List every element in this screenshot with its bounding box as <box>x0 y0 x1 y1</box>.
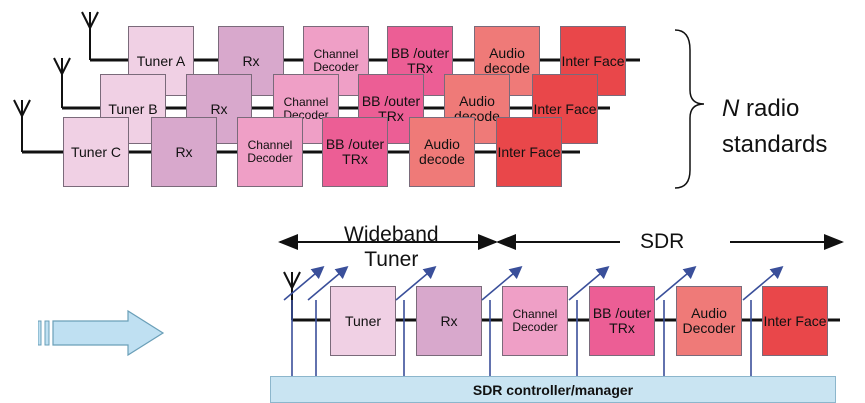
row-c-block: Inter Face <box>496 117 562 187</box>
sdr-block: Rx <box>416 286 482 356</box>
row-c-block: Channel Decoder <box>237 117 303 187</box>
sdr-label: SDR <box>640 230 685 253</box>
row-c-block: BB /outer TRx <box>322 117 388 187</box>
sdr-block: Tuner <box>330 286 396 356</box>
radio-word: radio <box>739 95 800 122</box>
sdr-block: Audio Decoder <box>676 286 742 356</box>
sdr-antenna-icon <box>283 271 301 320</box>
row-c-block: Audio decode <box>409 117 475 187</box>
sdr-block: BB /outer TRx <box>589 286 655 356</box>
row-c-block: Rx <box>151 117 217 187</box>
row-c-block: Tuner C <box>63 117 129 187</box>
sdr-controller-bar: SDR controller/manager <box>270 376 836 403</box>
wideband-tuner-label: Wideband Tuner <box>344 223 439 272</box>
transition-arrow-icon <box>38 309 165 357</box>
n-radio-label: N radio <box>722 95 799 123</box>
sdr-block: Inter Face <box>762 286 828 356</box>
sdr-controller-label: SDR controller/manager <box>472 381 634 398</box>
standards-brace <box>674 29 705 189</box>
row-a-block: BB /outer TRx <box>387 26 453 96</box>
n-letter: N <box>722 95 740 122</box>
standards-label: standards <box>722 131 828 158</box>
sdr-block: Channel Decoder <box>502 286 568 356</box>
